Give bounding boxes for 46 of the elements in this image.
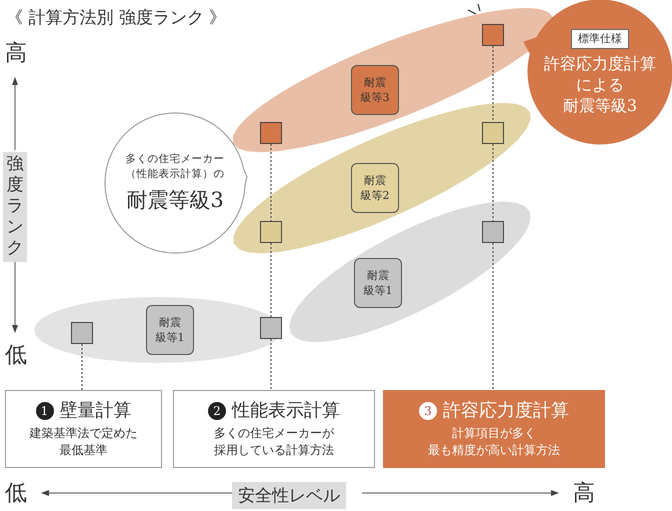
leader-line [492, 144, 494, 222]
rank-text: 耐震級等1 [363, 268, 392, 298]
method-title: 性能表示計算 [232, 399, 340, 423]
bubble-heading: 耐震等級3 [126, 187, 224, 214]
method-description: 多くの住宅メーカーが採用している計算方法 [213, 425, 335, 459]
marker-square [260, 122, 282, 144]
step-number: 1 [36, 402, 54, 420]
rank-label [350, 162, 399, 213]
method-description: 計算項目が多く最も精度が高い計算方法 [427, 425, 561, 459]
rank-label [350, 64, 399, 115]
axis-end-label: 高 [573, 480, 595, 508]
method-box [383, 390, 605, 468]
chart-title: 《 計算方法別 強度ランク 》 [6, 7, 226, 29]
axis-end-label: 高 [5, 40, 27, 68]
axis-end-label: 低 [5, 480, 27, 508]
rank-label [354, 258, 402, 308]
axis-title: 強度ランク [3, 152, 27, 262]
speech-bubble [105, 113, 247, 253]
method-description: 建築基準法で定めた最低基準 [28, 425, 138, 459]
marker-square [260, 220, 282, 243]
method-title: 壁量計算 [60, 399, 132, 423]
leader-line [270, 338, 272, 390]
rank-text: 耐震級等1 [156, 315, 184, 345]
leader-line [270, 144, 272, 222]
rank-band [289, 201, 531, 342]
spec-tag: 標準仕様 [571, 28, 629, 48]
leader-line [492, 46, 494, 122]
rank-text: 耐震級等2 [360, 172, 390, 203]
bubble-text: 許容応力度計算による耐震等級3 [544, 52, 656, 116]
step-number: 3 [419, 402, 437, 420]
method-box [5, 390, 162, 468]
method-title: 許容応力度計算 [443, 399, 569, 423]
step-number: 2 [208, 402, 226, 420]
bubble-note: 多くの住宅メーカー（性能表示計算）の [126, 152, 224, 182]
marker-square [482, 122, 504, 144]
axis-title: 安全性レベル [232, 482, 346, 509]
leader-line [270, 242, 272, 318]
rank-label [146, 305, 194, 355]
leader-line [492, 242, 494, 390]
axis-end-label: 低 [5, 342, 27, 370]
marker-square [482, 220, 504, 243]
method-box [173, 390, 375, 468]
marker-square [482, 24, 504, 46]
speech-bubble [524, 0, 672, 144]
rank-text: 耐震級等3 [360, 74, 390, 105]
marker-square [71, 322, 93, 344]
